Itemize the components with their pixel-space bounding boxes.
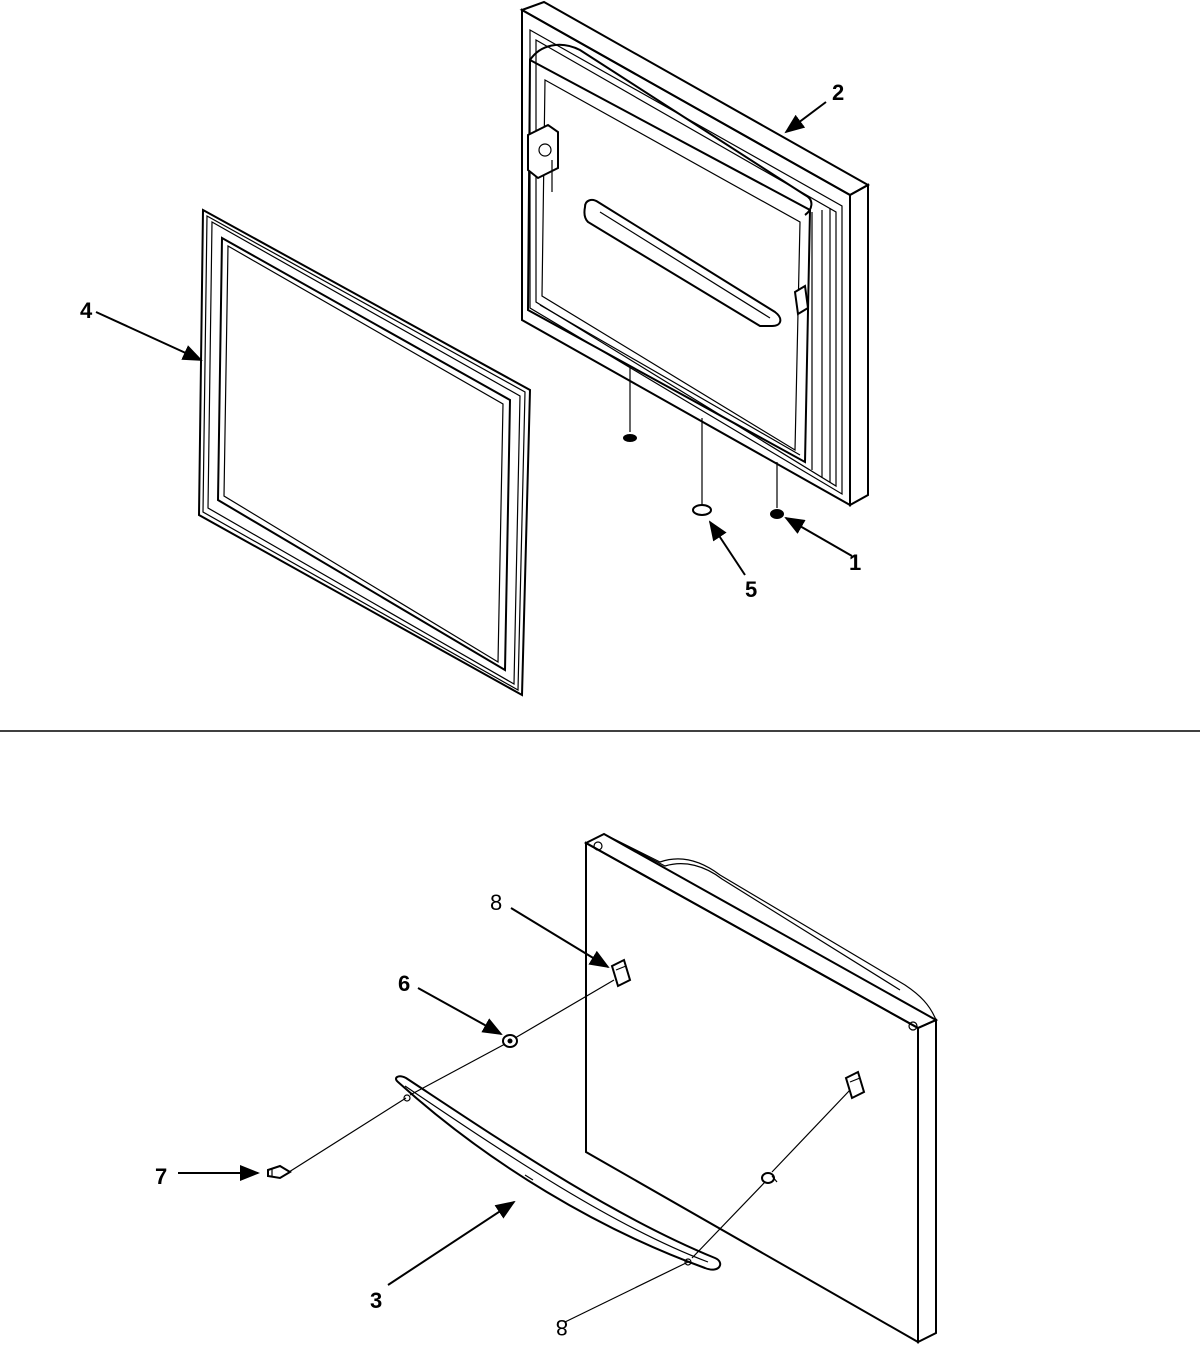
callout-6: 6 — [398, 971, 410, 996]
spacer-lower — [761, 1172, 778, 1184]
door-handle — [395, 1075, 722, 1271]
callout-8-lower: 8 — [556, 1315, 568, 1340]
outer-door-panel — [583, 832, 939, 1344]
hinge-bracket — [527, 123, 559, 192]
callout-8-upper: 8 — [490, 890, 502, 915]
callout-2: 2 — [832, 80, 844, 105]
door-gasket — [197, 208, 532, 697]
callout-7: 7 — [155, 1164, 167, 1189]
handle-bracket-upper — [610, 958, 632, 988]
callout-leaders-bottom — [178, 907, 610, 1286]
shelf-rail — [583, 198, 782, 327]
callout-leaders-top — [95, 101, 853, 576]
handle-bracket-lower — [844, 1070, 866, 1100]
screw — [267, 1164, 292, 1180]
assembly-lines — [288, 979, 851, 1323]
callout-5: 5 — [745, 577, 757, 602]
cap-center — [692, 504, 712, 516]
plug-drop-lines — [629, 368, 778, 508]
callout-3: 3 — [370, 1288, 382, 1313]
plug-right — [770, 509, 784, 519]
spacer — [502, 1034, 518, 1048]
plug-left — [623, 434, 637, 442]
callout-4: 4 — [80, 298, 93, 323]
callout-1: 1 — [849, 550, 861, 575]
freezer-door-assembly — [519, 0, 871, 507]
